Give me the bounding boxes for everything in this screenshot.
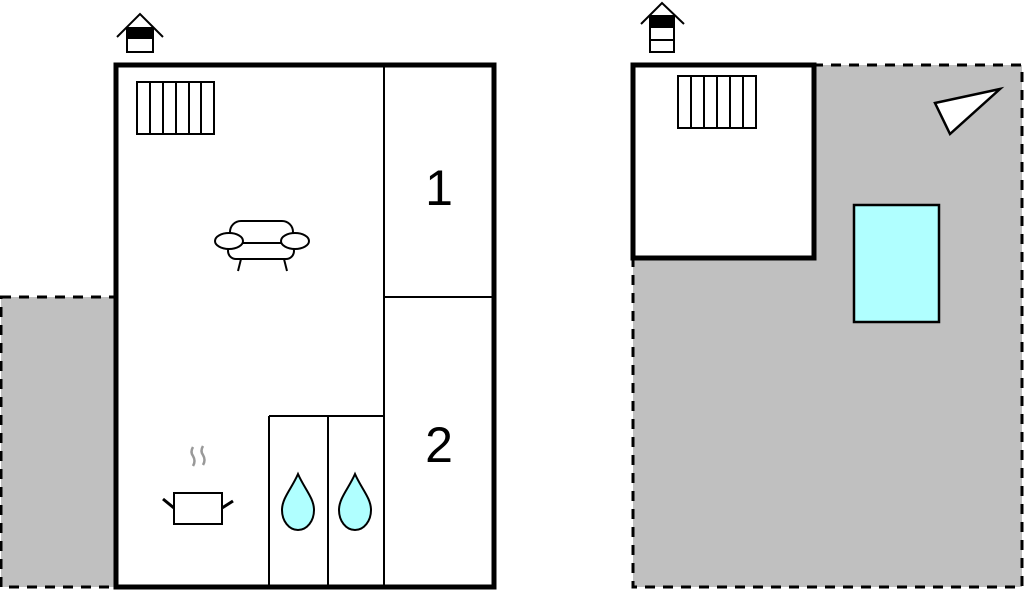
- ground-floor-plan: 1 2: [0, 12, 497, 590]
- terrace-area: [0, 295, 119, 589]
- stairs-icon: [677, 75, 757, 129]
- water-drop-icon: [337, 471, 373, 532]
- sun-sail-icon: [933, 86, 1005, 137]
- pool-icon: [852, 203, 941, 324]
- water-drop-icon: [280, 471, 316, 532]
- house-floor-ground-icon: [116, 12, 164, 53]
- room-label-2: 2: [425, 417, 453, 473]
- stairs-icon: [136, 81, 215, 135]
- sofa-icon: [214, 220, 310, 272]
- first-floor-plan: [630, 1, 1024, 589]
- cooking-pot-icon: [162, 445, 234, 525]
- room-label-1: 1: [425, 160, 453, 216]
- house-floor-upper-icon: [640, 1, 685, 53]
